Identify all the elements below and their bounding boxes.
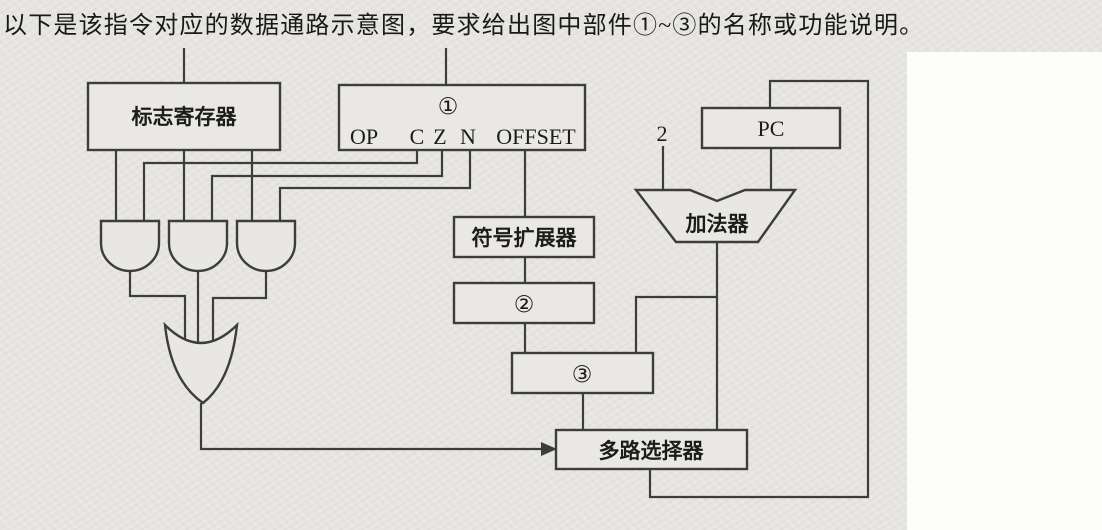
pc-box [700,106,842,150]
wire-mux-to-pc-feedback [648,79,870,499]
part2-box [452,281,596,325]
adder-constant-2: 2 [657,121,668,146]
flag-register-label: 标志寄存器 [132,105,238,129]
or-gate [163,321,239,405]
question-text: 以下是该指令对应的数据通路示意图，要求给出图中部件①~③的名称或功能说明。 [3,13,925,39]
part2-circled-number: ② [514,292,535,318]
adder-shape [633,188,798,244]
part3-circled-number: ③ [572,362,593,388]
field-op: OP [350,124,378,149]
field-n: N [460,124,476,149]
sign-extender-box [452,215,596,259]
wire-and3-to-or [211,271,268,348]
and-gate-1 [99,219,161,273]
page-margin-white [907,52,1102,530]
multiplexer-label: 多路选择器 [599,439,705,463]
wire-z-to-and2 [210,150,444,221]
field-z: Z [433,124,446,149]
flag-register-box [86,81,282,152]
field-c: C [410,124,425,149]
part1-circled-number: ① [438,94,459,120]
wire-or-to-mux [199,403,541,451]
sign-extender-label: 符号扩展器 [472,226,578,250]
wire-adder-branch-to-part3 [634,295,717,353]
wire-c-to-and1 [142,150,419,221]
and-gate-2 [167,219,229,273]
pc-label: PC [758,116,785,141]
instruction-register-box [337,83,587,152]
field-offset: OFFSET [496,124,576,149]
wire-n-to-and3 [278,150,472,221]
arrowhead [541,442,557,456]
adder-label: 加法器 [685,212,750,236]
wire-and1-to-or [128,271,187,348]
part3-box [510,351,655,395]
and-gate-3 [235,219,297,273]
multiplexer-box [554,428,749,471]
